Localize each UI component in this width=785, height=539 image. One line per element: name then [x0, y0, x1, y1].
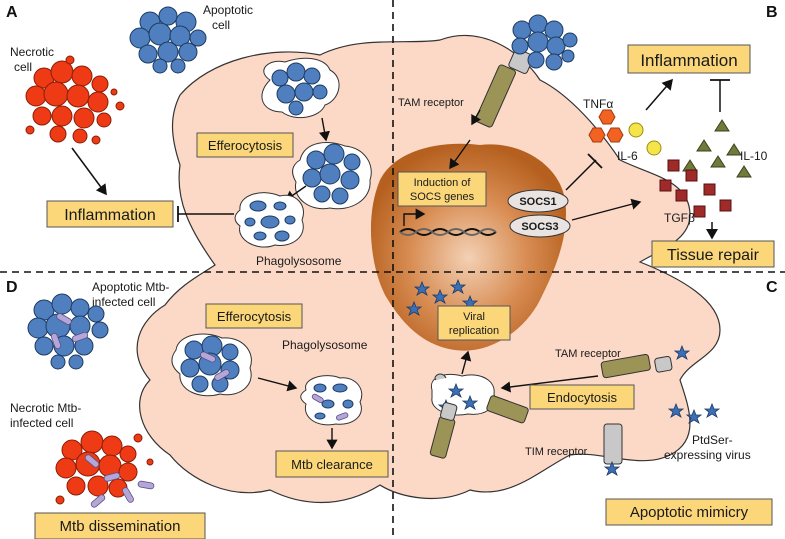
- tgfb-molecules: [659, 159, 732, 218]
- label-il6: IL-6: [617, 149, 638, 163]
- label-tam-receptor-right: TAM receptor: [555, 348, 621, 360]
- box-efferocytosis-bottom: Efferocytosis: [205, 303, 303, 329]
- transcription-arrow: [403, 208, 426, 226]
- tam-receptor-right: [600, 344, 691, 379]
- box-inflammation-left: Inflammation: [46, 200, 174, 228]
- label-necrotic-mtb-2: infected cell: [10, 416, 73, 430]
- box-induction-line1: Induction of: [414, 177, 472, 189]
- apoptotic-mtb-cell: [27, 293, 109, 370]
- arrow-socs-to-tgfb: [571, 198, 642, 221]
- tim-receptor: [603, 423, 623, 476]
- mtb-bacilli-necrotic: [84, 454, 155, 508]
- box-induction-socs: Induction of SOCS genes: [397, 171, 487, 207]
- box-inflammation-left-label: Inflammation: [64, 207, 156, 224]
- label-apoptotic-cell-1: Apoptotic: [203, 3, 253, 17]
- box-mtb-dissemination-label: Mtb dissemination: [60, 518, 181, 535]
- box-efferocytosis-top-label: Efferocytosis: [208, 138, 283, 153]
- phagolysosome-top: [234, 192, 304, 248]
- box-apoptotic-mimicry: Apoptotic mimicry: [605, 498, 773, 526]
- apoptotic-cell: [129, 6, 207, 74]
- label-ptdser-1: PtdSer-: [692, 433, 733, 447]
- label-phagolysosome-bottom: Phagolysosome: [282, 338, 368, 352]
- tnfa-molecules: [588, 109, 624, 143]
- label-phagolysosome-top: Phagolysosome: [256, 254, 342, 268]
- label-ptdser-2: expressing virus: [664, 448, 751, 462]
- box-mtb-clearance: Mtb clearance: [275, 450, 389, 478]
- box-viral-replication: Viral replication: [437, 305, 511, 341]
- label-tam-receptor-top: TAM receptor: [398, 97, 464, 109]
- phagosome-mtb: [171, 333, 252, 397]
- box-mtb-dissemination: Mtb dissemination: [34, 512, 206, 539]
- label-tim-receptor: TIM receptor: [525, 446, 588, 458]
- socs3-oval: [509, 214, 571, 238]
- label-socs3: SOCS3: [521, 221, 558, 233]
- box-mtb-clearance-label: Mtb clearance: [291, 457, 373, 472]
- arrow-endosome-to-replication: [460, 350, 472, 375]
- label-tnfa: TNFα: [583, 97, 613, 111]
- label-tgfb: TGFβ: [664, 211, 695, 225]
- box-viral-line1: Viral: [463, 311, 485, 323]
- arrow-cytokines-to-inflammation: [645, 78, 673, 111]
- necrotic-mtb-cell: [55, 430, 154, 505]
- panel-letter-b: B: [766, 4, 778, 21]
- label-il10: IL-10: [740, 149, 768, 163]
- box-tissue-repair-label: Tissue repair: [667, 247, 760, 264]
- box-inflammation-right: Inflammation: [627, 44, 751, 74]
- box-induction-line2: SOCS genes: [410, 191, 475, 203]
- box-efferocytosis-bottom-label: Efferocytosis: [217, 309, 292, 324]
- label-necrotic-cell-2: cell: [14, 60, 32, 74]
- endosome: [429, 373, 529, 459]
- ptdser-virus-particles: [667, 402, 721, 424]
- box-viral-line2: replication: [449, 325, 499, 337]
- box-endocytosis-label: Endocytosis: [547, 390, 618, 405]
- arrow-necrotic-to-inflammation: [71, 147, 107, 196]
- inhibit-socs-bar: [587, 153, 603, 169]
- panel-letter-c: C: [766, 279, 778, 296]
- inhibit-socs-line: [565, 159, 597, 191]
- phagosome-apoptotic: [292, 142, 372, 210]
- box-apoptotic-mimicry-label: Apoptotic mimicry: [630, 504, 749, 521]
- arrow-engulf-down: [318, 117, 331, 142]
- apoptotic-cell-bound: [511, 14, 578, 71]
- necrotic-cell: [25, 55, 125, 145]
- dna-strand-2: [399, 228, 497, 236]
- arrow-tam-down: [471, 109, 482, 126]
- box-efferocytosis-top: Efferocytosis: [196, 132, 294, 158]
- panel-letter-d: D: [6, 279, 18, 296]
- label-apoptotic-mtb-1: Apoptotic Mtb-: [92, 280, 169, 294]
- panel-letter-a: A: [6, 4, 18, 21]
- box-inflammation-right-label: Inflammation: [640, 51, 737, 70]
- label-necrotic-mtb-1: Necrotic Mtb-: [10, 401, 81, 415]
- engulfing-apoptotic-cell: [261, 57, 340, 119]
- arrow-phagosome-to-phagolysosome-mtb: [257, 377, 298, 392]
- label-socs1: SOCS1: [519, 196, 556, 208]
- label-apoptotic-mtb-2: infected cell: [92, 295, 155, 309]
- label-necrotic-cell-1: Necrotic: [10, 45, 54, 59]
- box-tissue-repair: Tissue repair: [651, 240, 775, 268]
- mtb-bacilli-apoptotic: [50, 313, 89, 350]
- phagolysosome-mtb: [300, 375, 363, 426]
- il10-molecules: [682, 119, 752, 178]
- il6-molecules: [628, 122, 662, 156]
- arrow-tam-to-induction: [449, 139, 471, 170]
- box-endocytosis: Endocytosis: [529, 384, 635, 410]
- arrow-endocytosis: [500, 375, 599, 393]
- socs1-oval: [507, 189, 569, 213]
- label-apoptotic-cell-2: cell: [212, 18, 230, 32]
